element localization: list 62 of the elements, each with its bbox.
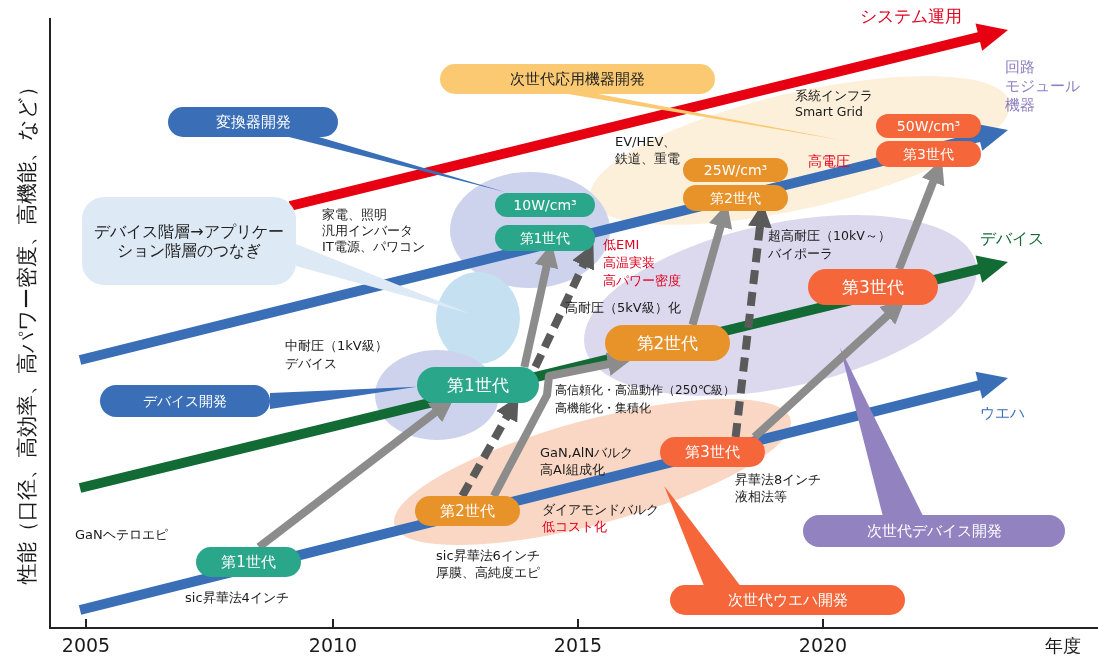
annotation-text: 低EMI [603, 237, 640, 253]
annotation-text: 系統インフラ [795, 88, 873, 104]
axis-tick-label: 2005 [61, 634, 111, 657]
callout-bubble: 次世代ウエハ開発 [670, 585, 905, 615]
annotation-text: 低コスト化 [542, 519, 607, 535]
annotation-text: EV/HEV、 [615, 134, 677, 150]
callout-pointer [289, 137, 506, 192]
annotation-text: 高電圧 [808, 153, 850, 170]
annotation-text: 高パワー密度 [603, 273, 681, 289]
stage-pill: 第2世代 [683, 185, 788, 211]
callout-bubble: 次世代デバイス開発 [803, 515, 1065, 547]
axis-tick-label: 2010 [308, 634, 358, 657]
callout-bubble: 次世代応用機器開発 [440, 64, 715, 94]
callout-pointer [664, 485, 740, 585]
callout-bubble: 変換器開発 [168, 107, 338, 137]
annotation-text: 高耐圧（5kV級）化 [565, 300, 681, 316]
annotation-text: sic昇華法6インチ [436, 548, 540, 564]
stage-pill: 第3世代 [808, 268, 938, 305]
stage-pill: 第1世代 [196, 547, 301, 577]
stage-pill: 50W/cm³ [876, 114, 981, 138]
annotation-text: 超高耐圧（10kV～） [768, 228, 891, 243]
stage-pill: 10W/cm³ [495, 193, 595, 217]
stage-pill: 第1世代 [417, 367, 539, 403]
stage-pill: 第2世代 [415, 496, 520, 527]
annotation-text: 高Al組成化 [540, 462, 605, 478]
axis-title: 性能（口径、高効率、高パワー密度、高機能、など） [15, 76, 41, 584]
annotation-text: GaN,AlNバルク [540, 445, 634, 461]
annotation-text: sic昇華法4インチ [185, 590, 289, 606]
trend-label: 回路 [1005, 58, 1035, 76]
axis-tick-label: 2020 [798, 634, 848, 657]
trend-label: 機器 [1005, 96, 1035, 114]
stage-pill: 25W/cm³ [683, 158, 788, 182]
annotation-text: 昇華法8インチ [735, 472, 822, 488]
annotation-text: ダイアモンドバルク [542, 502, 659, 518]
trend-label: ウエハ [980, 404, 1025, 422]
trend-label: モジュール [1005, 77, 1080, 95]
stage-pill: 第1世代 [495, 225, 595, 251]
arrow [490, 352, 632, 498]
annotation-text: 高信頼化・高温動作（250℃級） [555, 383, 736, 398]
callout-pointer [296, 244, 470, 314]
annotation-text: バイポーラ [768, 246, 833, 261]
axis-tick-label: 2015 [553, 634, 603, 657]
annotation-text: GaNヘテロエピ [75, 527, 168, 543]
trend-label: デバイス [980, 229, 1044, 249]
stage-pill: 第3世代 [660, 437, 765, 468]
trend-label: システム運用 [860, 6, 962, 27]
stage-pill: 第2世代 [605, 324, 730, 361]
annotation-text: 汎用インバータ [322, 223, 413, 239]
annotation-text: デバイス [285, 356, 337, 372]
annotation-text: 高温実装 [603, 255, 655, 271]
axis-title: 年度 [1045, 635, 1081, 657]
stage-pill: 第3世代 [876, 141, 981, 167]
annotation-text: Smart Grid [795, 104, 864, 119]
annotation-text: 高機能化・集積化 [555, 401, 651, 416]
annotation-text: 厚膜、高純度エピ [436, 565, 540, 581]
callout-bubble: デバイス開発 [100, 385, 270, 417]
annotation-text: IT電源、パワコン [322, 239, 425, 255]
annotation-text: 液相法等 [735, 489, 787, 505]
annotation-text: 家電、照明 [322, 207, 387, 223]
annotation-text: 中耐圧（1kV級） [285, 338, 388, 354]
annotation-text: 鉄道、重電 [615, 151, 680, 167]
callout-bubble: デバイス階層→アプリケーション階層のつなぎ [82, 197, 296, 285]
